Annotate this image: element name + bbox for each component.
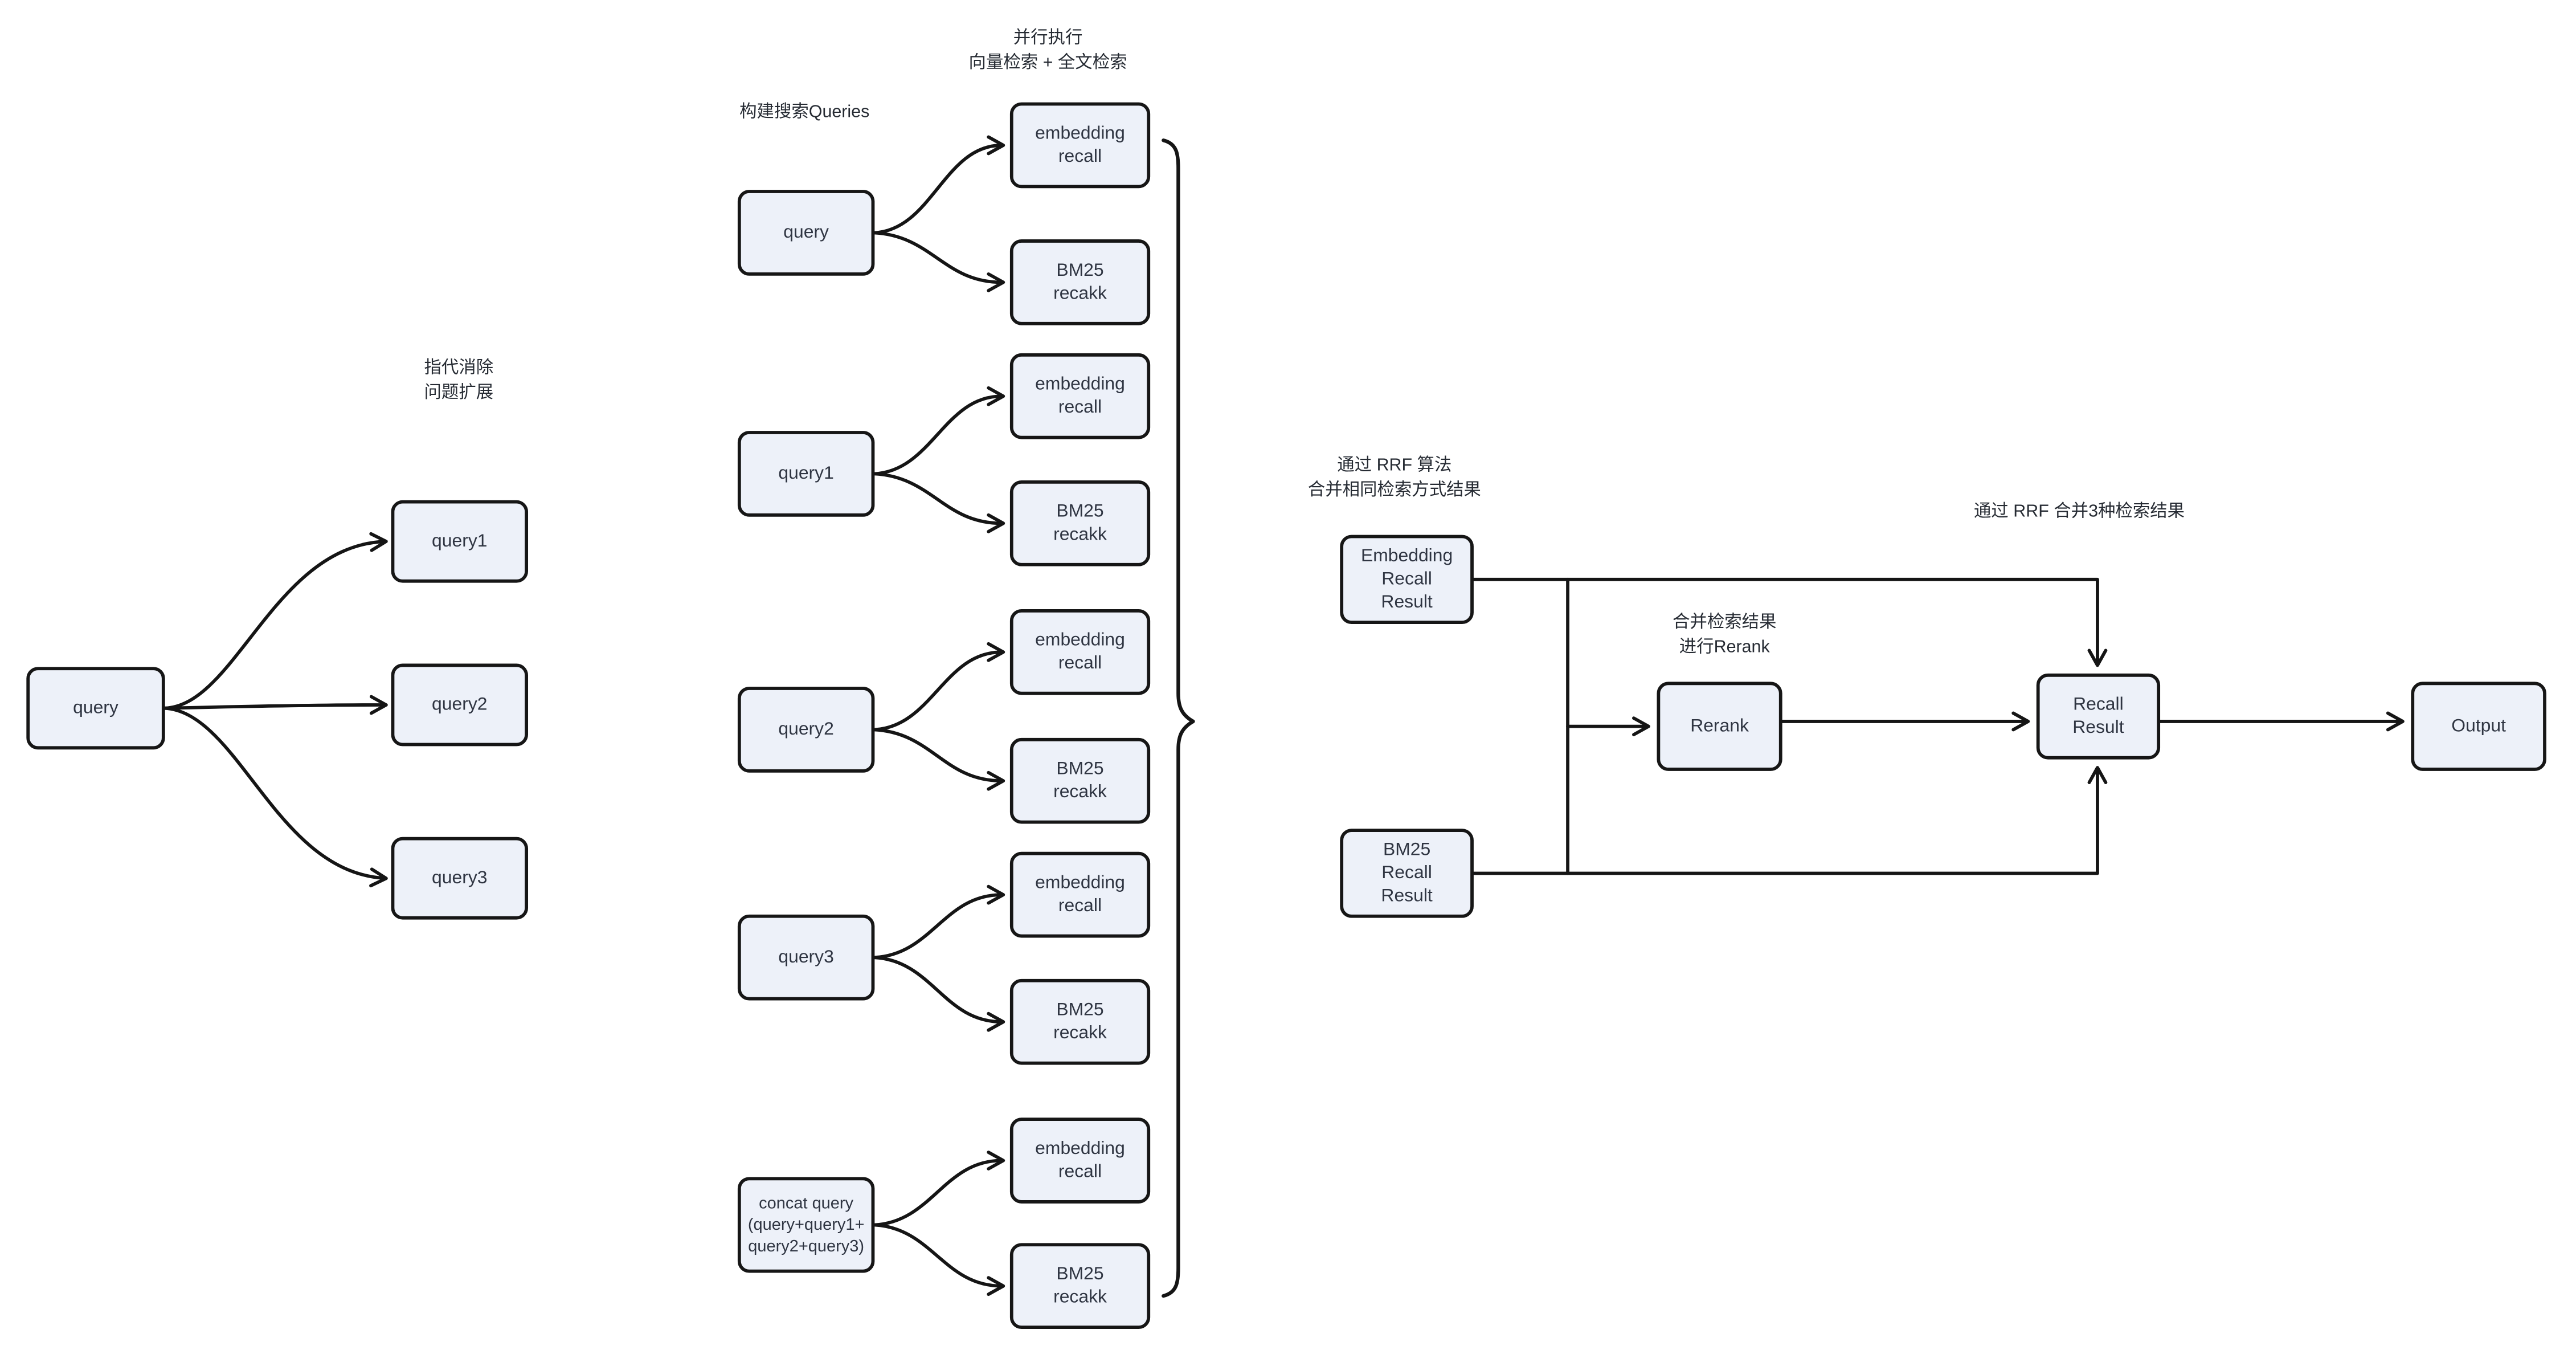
node-g2-bm25-recall: BM25 recakk (1009, 480, 1151, 566)
edge-g4-embedding (873, 884, 1005, 960)
node-g2-embedding-recall: embedding recall (1009, 353, 1151, 439)
node-g1-embedding-recall: embedding recall (1009, 102, 1151, 189)
edge-g1-embedding (873, 135, 1005, 235)
node-g1-source: query (737, 190, 875, 276)
edge-embedding-result-to-recall-result (1472, 577, 2108, 667)
node-embedding-recall-result: Embedding Recall Result (1340, 535, 1474, 625)
node-bm25-recall-result: BM25 Recall Result (1340, 829, 1474, 918)
edge-g2-embedding (873, 386, 1005, 476)
note-rrf-merge-3: 通过 RRF 合并3种检索结果 (1974, 501, 2185, 522)
edge-g1-bm25 (873, 231, 1005, 292)
edge-g4-bm25 (873, 956, 1005, 1032)
node-query: query (26, 667, 165, 750)
node-g5-concat-query: concat query (query+query1+ query2+query… (737, 1177, 875, 1273)
node-g1-bm25-recall: BM25 recakk (1009, 239, 1151, 325)
node-g3-source: query2 (737, 687, 875, 773)
edge-g5-bm25 (873, 1223, 1005, 1296)
edge-query-to-query2 (163, 695, 388, 715)
node-g4-bm25-recall: BM25 recakk (1009, 978, 1151, 1065)
node-g2-source: query1 (737, 431, 875, 517)
node-g4-source: query3 (737, 914, 875, 1001)
edge-query-to-query3 (163, 706, 388, 888)
edge-query-to-query1 (163, 532, 388, 710)
grouping-brace (1162, 138, 1195, 1298)
note-merge-rerank: 合并检索结果 进行Rerank (1673, 612, 1777, 658)
node-query2: query2 (391, 663, 529, 747)
node-g5-embedding-recall: embedding recall (1009, 1118, 1151, 1204)
node-query3: query3 (391, 837, 529, 920)
note-coref-expansion: 指代消除 问题扩展 (424, 358, 494, 403)
node-query1: query1 (391, 500, 529, 583)
note-build-queries: 构建搜索Queries (739, 102, 870, 123)
note-rrf-same-method: 通过 RRF 算法 合并相同检索方式结果 (1307, 455, 1481, 501)
edge-g5-embedding (873, 1151, 1005, 1227)
edge-g3-bm25 (873, 728, 1005, 791)
node-output: Output (2411, 682, 2546, 771)
note-parallel-exec: 并行执行 向量检索 + 全文检索 (968, 28, 1127, 74)
node-g5-bm25-recall: BM25 recakk (1009, 1243, 1151, 1329)
edge-bm25-result-to-recall-result (1472, 766, 2108, 875)
node-rerank: Rerank (1657, 682, 1782, 771)
node-recall-result: Recall Result (2036, 673, 2161, 760)
edge-g3-embedding (873, 642, 1005, 732)
node-g3-bm25-recall: BM25 recakk (1009, 737, 1151, 824)
node-g4-embedding-recall: embedding recall (1009, 851, 1151, 938)
edge-g2-bm25 (873, 472, 1005, 533)
node-g3-embedding-recall: embedding recall (1009, 609, 1151, 695)
